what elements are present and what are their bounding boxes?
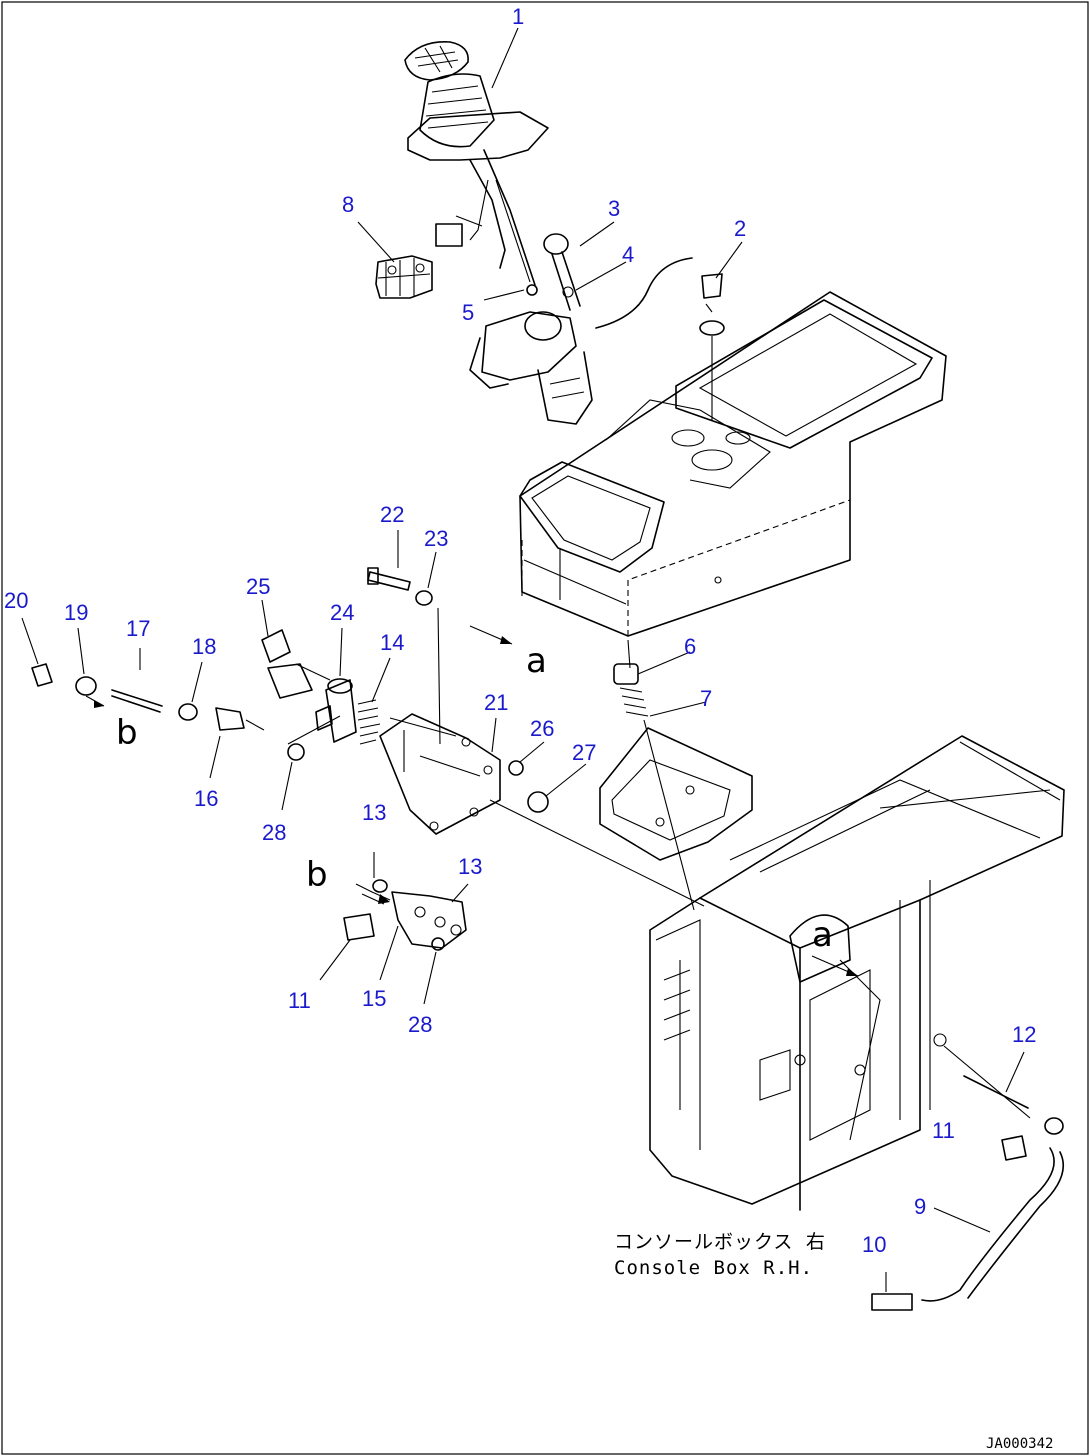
leader-plate-frame (489, 799, 705, 907)
callout-20: 20 (4, 588, 28, 613)
callout-22: 22 (380, 502, 404, 527)
callout-leaders (21, 27, 1025, 1233)
part-3-knob (543, 233, 581, 311)
part-16-clevis (215, 707, 265, 731)
part-12-rod (963, 1075, 1064, 1135)
view-mark-a-upper: a (526, 641, 547, 681)
drawing-code: JA000342 (986, 1436, 1053, 1452)
callout-13-left: 13 (362, 800, 386, 825)
view-letters: a a b b (116, 641, 833, 955)
part-18-washer (178, 703, 198, 721)
callout-24: 24 (330, 600, 354, 625)
part-pilot-valve (469, 311, 593, 425)
part-2-switch (699, 273, 725, 336)
view-a-arrow-lower (811, 955, 859, 977)
callout-numbers: 1 2 3 4 5 6 7 8 9 10 11 11 12 13 13 14 1… (4, 4, 1036, 1257)
part-lower-plate (599, 727, 753, 861)
caption-english: Console Box R.H. (614, 1257, 813, 1279)
callout-15: 15 (362, 986, 386, 1011)
part-21-plate (379, 713, 501, 835)
console-frame-lower (649, 735, 1065, 1211)
callout-23: 23 (424, 526, 448, 551)
callout-6: 6 (684, 634, 696, 659)
callout-16: 16 (194, 786, 218, 811)
callout-1: 1 (512, 4, 524, 29)
callout-5: 5 (462, 300, 474, 325)
callout-4: 4 (622, 242, 634, 267)
callout-12: 12 (1012, 1022, 1036, 1047)
part-9-cable (921, 1147, 1064, 1302)
view-mark-a-lower: a (812, 915, 833, 955)
callout-9: 9 (914, 1194, 926, 1219)
part-20-nut (31, 663, 53, 687)
part-22-bolt (367, 567, 411, 591)
caption-japanese: コンソールボックス 右 (614, 1231, 826, 1253)
view-a-arrow-upper (469, 625, 513, 645)
part-17-pin (111, 689, 163, 713)
callout-8: 8 (342, 192, 354, 217)
callout-26: 26 (530, 716, 554, 741)
part-joystick-lever (404, 41, 549, 286)
view-mark-b-detail: b (306, 855, 328, 895)
callout-10: 10 (862, 1232, 886, 1257)
callout-21: 21 (484, 690, 508, 715)
callout-11-left: 11 (288, 988, 311, 1013)
part-6-7-boot (613, 663, 695, 911)
callout-28-lower: 28 (408, 1012, 432, 1037)
callout-13-right: 13 (458, 854, 482, 879)
console-box-upper (519, 291, 947, 637)
part-27-nut (527, 791, 549, 813)
detail-b-assembly (343, 852, 467, 951)
view-b-arrow-left (85, 695, 105, 708)
callout-17: 17 (126, 616, 150, 641)
view-mark-b-left: b (116, 713, 138, 753)
callout-19: 19 (64, 600, 88, 625)
callout-3: 3 (608, 196, 620, 221)
part-11-pin-right (1001, 1135, 1027, 1161)
callout-25: 25 (246, 574, 270, 599)
callout-14: 14 (380, 630, 404, 655)
part-25-clevis (261, 629, 331, 699)
callout-27: 27 (572, 740, 596, 765)
part-24-joint (315, 678, 357, 743)
callout-2: 2 (734, 216, 746, 241)
part-28-bushing-upper (287, 715, 341, 761)
part-4-cable (562, 257, 693, 329)
part-10-clip (871, 1272, 913, 1311)
callout-7: 7 (700, 686, 712, 711)
leader-lever (495, 179, 531, 283)
part-8-bracket (375, 255, 433, 299)
part-23-washer (415, 590, 441, 745)
callout-11-right: 11 (932, 1118, 955, 1143)
part-5-nut (526, 284, 538, 296)
callout-28-upper: 28 (262, 820, 286, 845)
part-26-washer (508, 760, 524, 776)
callout-18: 18 (192, 634, 216, 659)
part-19-washer (75, 676, 97, 696)
part-14-spring (357, 699, 381, 745)
